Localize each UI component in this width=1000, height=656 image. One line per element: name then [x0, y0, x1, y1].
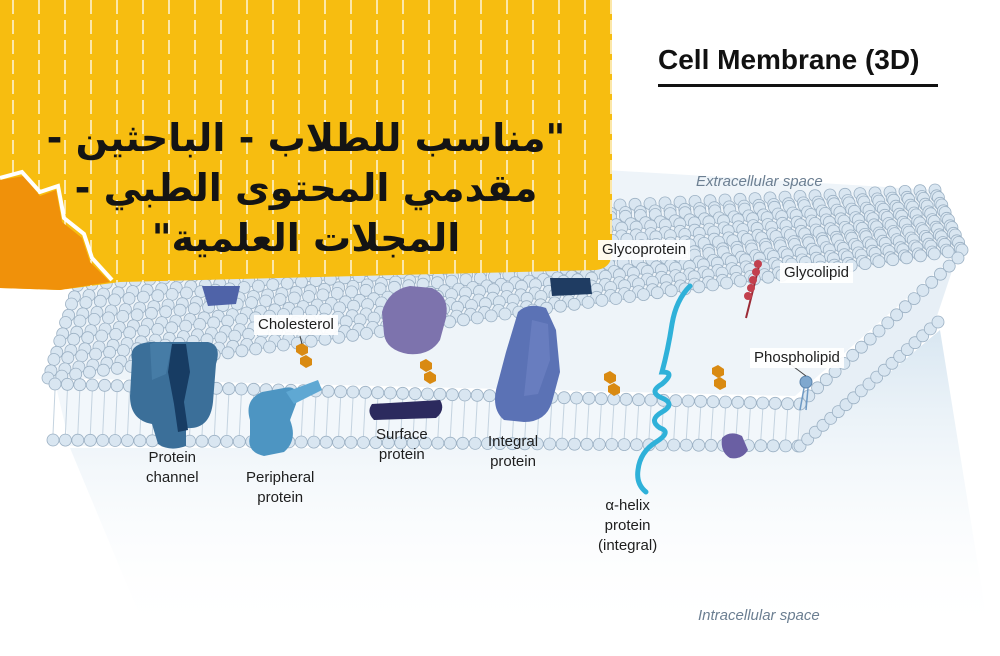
promo-banner-text: "مناسب للطلاب - الباحثين - مقدمي المحتوى… — [46, 116, 566, 260]
label-surface-protein-line1: Surface — [376, 426, 428, 443]
extracellular-label: Extracellular space — [696, 173, 823, 190]
cholesterol-molecules — [296, 343, 726, 396]
label-integral-protein-line1: Integral — [488, 433, 539, 450]
label-protein-channel-line1: Protein — [148, 449, 197, 466]
label-integral-protein-line2: protein — [490, 453, 536, 470]
alpha-helix-shape — [635, 283, 693, 495]
label-cholesterol: Cholesterol — [254, 315, 338, 335]
label-protein-channel: Protein channel — [146, 448, 199, 488]
surface-protein-shape — [369, 286, 447, 420]
integral-protein-shape — [495, 305, 560, 422]
label-integral-protein: Integral protein — [488, 432, 538, 472]
label-alpha-helix-line2: protein — [604, 517, 651, 534]
phospholipid-highlight — [799, 375, 813, 411]
back-protein-shape — [202, 286, 240, 306]
label-peripheral-protein-line1: Peripheral — [246, 469, 315, 486]
protein-channel-shape — [130, 342, 218, 449]
diagram-title: Cell Membrane (3D) — [658, 44, 920, 75]
small-protein-shape — [721, 433, 748, 459]
label-protein-channel-line2: channel — [146, 469, 199, 486]
label-phospholipid: Phospholipid — [750, 348, 844, 368]
label-alpha-helix-line3: (integral) — [598, 537, 658, 554]
label-peripheral-protein-line2: protein — [257, 489, 304, 506]
label-surface-protein-line2: protein — [378, 446, 425, 463]
intracellular-label: Intracellular space — [698, 607, 820, 624]
label-glycolipid: Glycolipid — [780, 263, 854, 283]
label-surface-protein: Surface protein — [376, 425, 428, 465]
title-underline — [658, 84, 938, 87]
label-alpha-helix-protein: α-helix protein (integral) — [598, 496, 657, 556]
glycolipid-shape — [744, 260, 762, 319]
promo-banner — [0, 0, 612, 290]
label-glycoprotein: Glycoprotein — [598, 240, 691, 260]
glycoprotein-anchor-shape — [550, 278, 592, 296]
intracellular-shadow — [70, 330, 990, 640]
label-alpha-helix-line1: α-helix — [605, 497, 650, 514]
peripheral-protein-shape — [248, 380, 322, 456]
label-peripheral-protein: Peripheral protein — [246, 468, 314, 508]
